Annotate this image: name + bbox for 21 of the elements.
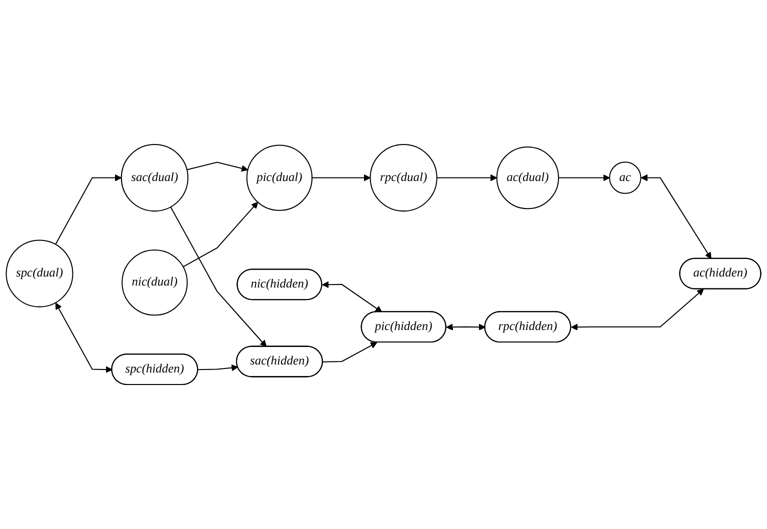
- node-circle: spc(dual): [6, 240, 74, 308]
- node-circle: sac(dual): [120, 144, 188, 212]
- arrow: [55, 174, 122, 245]
- arrow: [55, 302, 112, 373]
- arrow: [558, 174, 610, 182]
- arrow: [571, 288, 704, 331]
- arrow: [198, 364, 238, 372]
- arrow: [312, 174, 371, 182]
- arrow: [640, 174, 712, 260]
- arrow: [446, 324, 486, 331]
- node-circle: pic(dual): [246, 144, 313, 211]
- node-circle: rpc(dual): [370, 144, 438, 212]
- arrow: [182, 202, 258, 268]
- arrow: [436, 174, 498, 182]
- node-circle: nic(dual): [122, 250, 188, 316]
- node-circle: ac: [609, 162, 642, 194]
- node-circle: ac(dual): [496, 146, 560, 210]
- arrow: [322, 342, 378, 362]
- arrow: [170, 206, 267, 347]
- arrow: [322, 281, 382, 312]
- arrow: [186, 162, 248, 172]
